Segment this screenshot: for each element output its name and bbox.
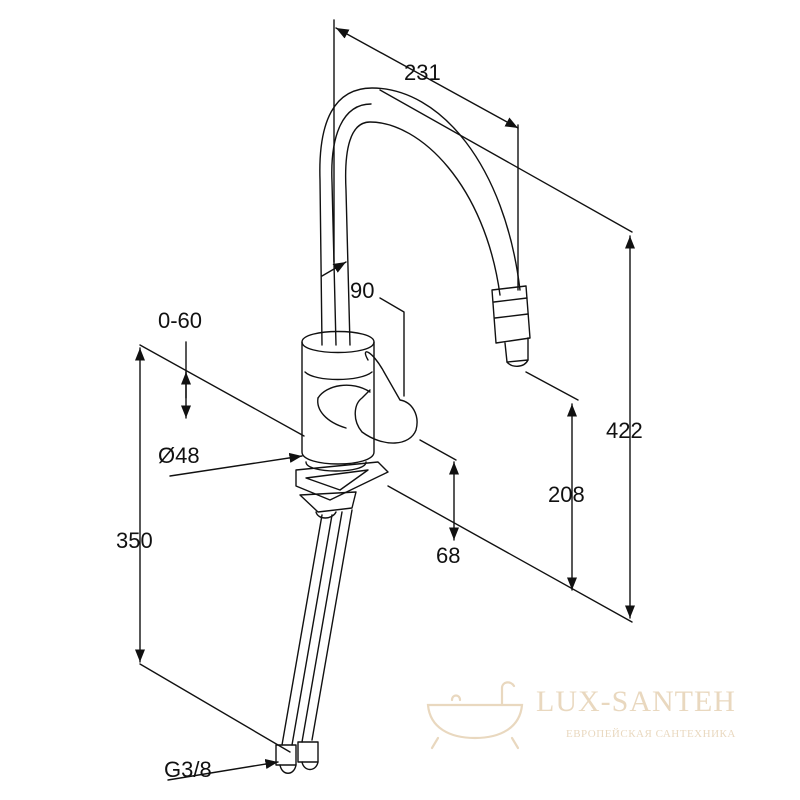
spray-head: [491, 285, 531, 367]
label-422: 422: [606, 418, 643, 443]
mounting-base: [295, 461, 389, 519]
lever-handle: [317, 351, 418, 444]
bathtub-icon: [426, 681, 524, 750]
faucet-body: [301, 330, 375, 465]
dimension-g3-8: [167, 759, 279, 781]
label-350: 350: [116, 528, 153, 553]
dimension-68: [419, 439, 460, 541]
dimension-350: [134, 344, 305, 753]
label-208: 208: [548, 482, 585, 507]
faucet-spout: [319, 87, 521, 346]
label-0-60: 0-60: [158, 308, 203, 333]
watermark-brand: LUX-SANTEH: [536, 685, 736, 718]
label-90: 90: [350, 278, 375, 303]
watermark-tagline: ЕВРОПЕЙСКАЯ САНТЕХНИКА: [566, 728, 736, 740]
label-g3-8: G3/8: [164, 757, 212, 782]
label-231: 231: [404, 60, 441, 85]
dimension-208: [525, 371, 579, 591]
supply-hoses: [275, 509, 353, 774]
dimension-diameter-48: [169, 452, 303, 477]
dimension-422: [379, 89, 636, 623]
dimension-231: [333, 19, 519, 291]
label-diameter-48: Ø48: [158, 443, 200, 468]
label-68: 68: [436, 543, 461, 568]
dimension-90: [321, 261, 405, 397]
